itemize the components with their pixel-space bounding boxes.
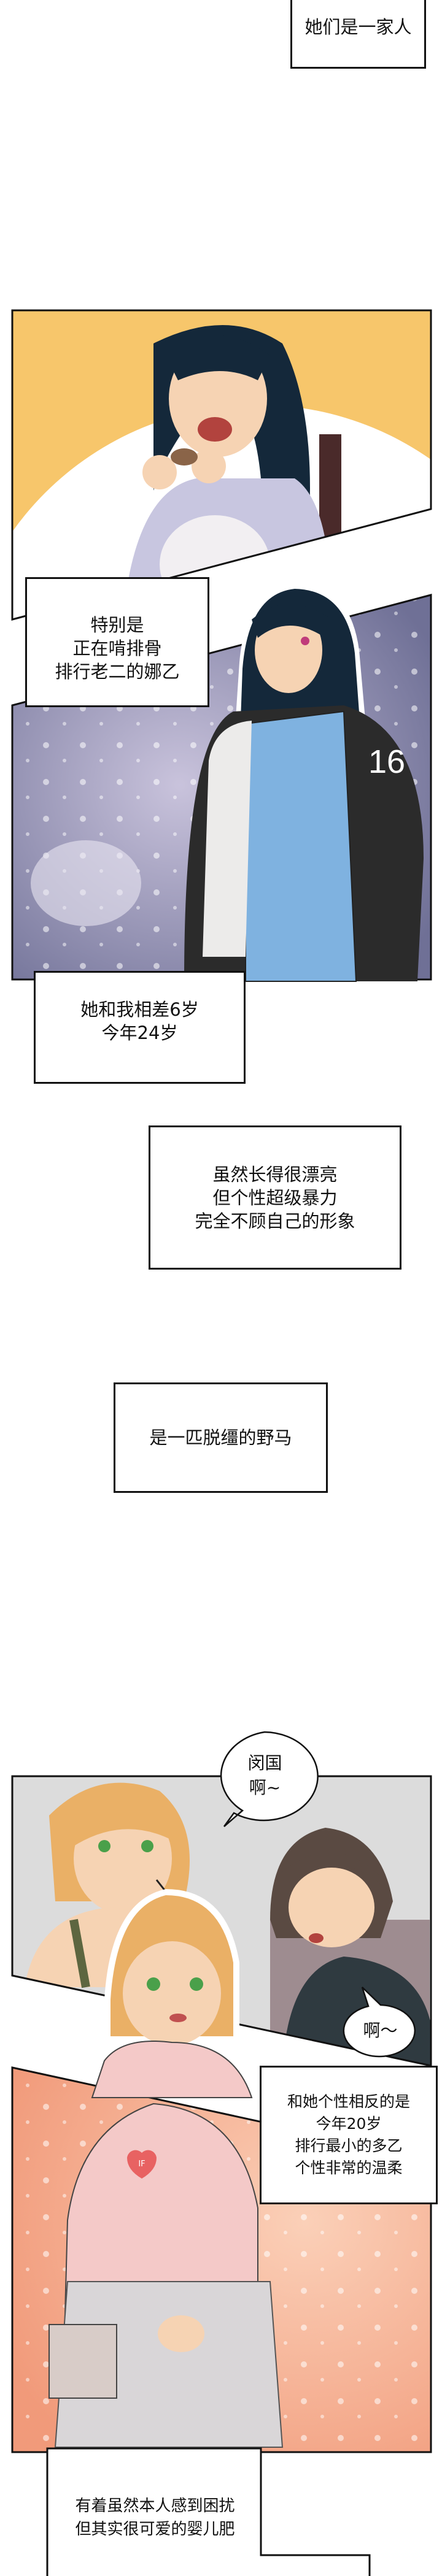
- caption-personality: 虽然长得很漂亮 但个性超级暴力 完全不顾自己的形象: [149, 1125, 401, 1270]
- caption-line: 完全不顾自己的形象: [195, 1210, 355, 1232]
- hoodie-logo: IF: [138, 2160, 145, 2169]
- caption-wild-horse: 是一匹脱缰的野马: [114, 1382, 328, 1493]
- speech-line: 闵国: [247, 1753, 282, 1773]
- caption-line: 排行最小的多乙: [295, 2137, 403, 2155]
- caption-frame: [46, 2447, 371, 2576]
- speech-line: 啊～: [363, 2020, 398, 2041]
- speech-line: 啊~: [249, 1777, 281, 1798]
- speech-bubble-shape: [343, 1987, 416, 2058]
- caption-line: 正在啃排骨: [72, 638, 162, 659]
- speech-bubble-shape: [220, 1731, 319, 1827]
- caption-family: 她们是一家人: [290, 0, 426, 69]
- caption-youngest: 和她个性相反的是 今年20岁 排行最小的多乙 个性非常的温柔: [260, 2066, 438, 2204]
- caption-line: 今年24岁: [101, 1022, 178, 1043]
- caption-baby-fat: 有着虽然本人感到困扰 但其实很可爱的婴儿肥: [49, 2484, 261, 2551]
- caption-line: 有着虽然本人感到困扰: [75, 2497, 235, 2515]
- speech-bubble-sister: 闵国 啊~: [211, 1736, 319, 1815]
- speech-bubble-boy: 啊～: [344, 2005, 416, 2056]
- caption-line: 她们是一家人: [304, 17, 412, 37]
- caption-age-gap: 她和我相差6岁 今年24岁: [34, 971, 246, 1084]
- caption-line: 排行老二的娜乙: [55, 661, 180, 682]
- youngest-sister-head: [91, 1889, 253, 2098]
- caption-line: 和她个性相反的是: [287, 2093, 410, 2110]
- jacket-sister-figure: 16: [184, 583, 424, 982]
- caption-line: 但其实很可爱的婴儿肥: [75, 2520, 235, 2539]
- caption-line: 虽然长得很漂亮: [212, 1163, 338, 1185]
- caption-line: 她和我相差6岁: [80, 999, 199, 1020]
- caption-line: 是一匹脱缰的野马: [149, 1427, 292, 1448]
- caption-line: 特别是: [90, 615, 144, 635]
- caption-line: 今年20岁: [316, 2115, 382, 2133]
- caption-second-sister: 特别是 正在啃排骨 排行老二的娜乙: [25, 577, 209, 707]
- jacket-number: 16: [368, 743, 405, 780]
- caption-line: 个性非常的温柔: [295, 2159, 403, 2177]
- caption-line: 但个性超级暴力: [212, 1187, 338, 1208]
